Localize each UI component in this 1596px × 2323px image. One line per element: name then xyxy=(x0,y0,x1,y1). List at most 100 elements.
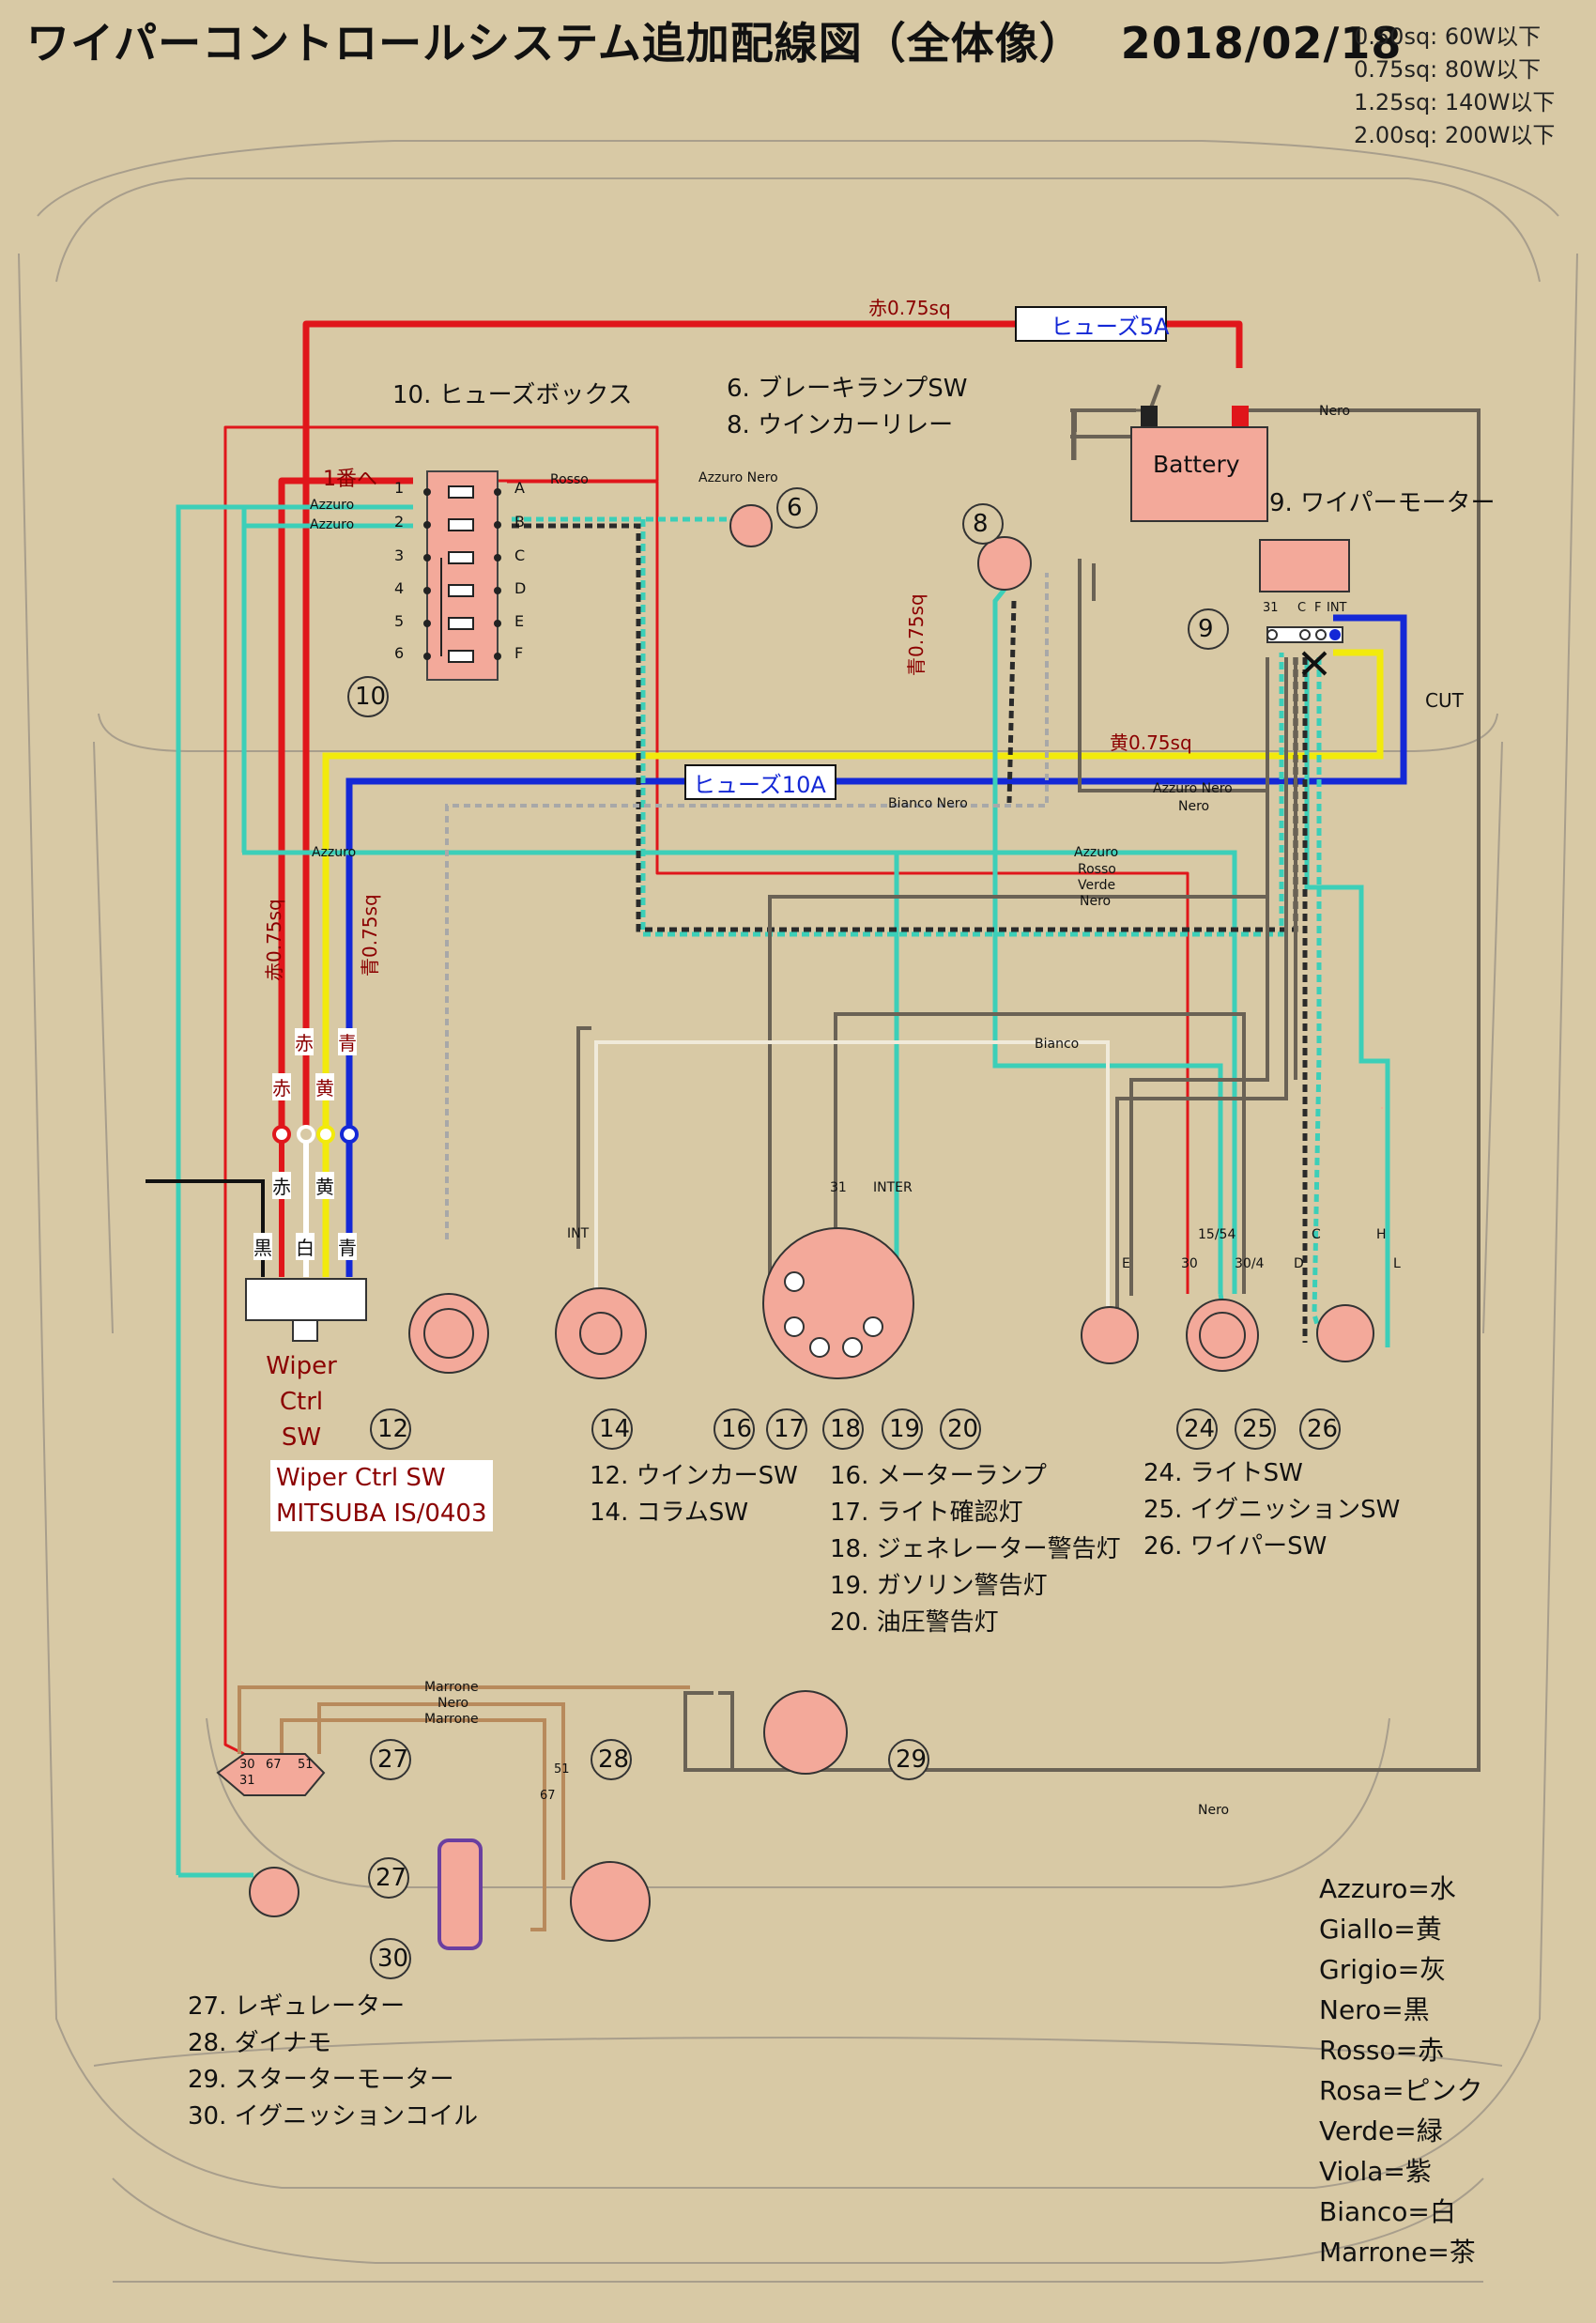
terminal-label: 31 xyxy=(239,1774,255,1788)
wiper-ctrl-part-no: MITSUBA IS/0403 xyxy=(276,1500,487,1528)
marrone-wires xyxy=(238,1685,690,1931)
component-number: 16 xyxy=(721,1415,753,1443)
fusebox-col: C xyxy=(514,546,526,564)
battery-minus-wire xyxy=(1073,408,1150,460)
page-title: ワイパーコントロールシステム追加配線図（全体像）2018/02/18 xyxy=(26,9,1402,71)
component-list-item: 30. イグニッションコイル xyxy=(188,2102,479,2131)
terminal-label: C xyxy=(1297,601,1307,615)
legend-item: Viola=紫 xyxy=(1319,2156,1432,2187)
component-list-item: 20. 油圧警告灯 xyxy=(830,1608,999,1637)
legend-item: Nero=黒 xyxy=(1319,1994,1430,2025)
wire-spec-table: 0.50sq: 60W以下 0.75sq: 80W以下 1.25sq: 140W… xyxy=(1354,21,1555,152)
terminal-label: 31 xyxy=(1263,601,1279,615)
ignition-sw xyxy=(1186,1299,1259,1372)
brake-winker-label: 6. ブレーキランプSW 8. ウインカーリレー xyxy=(727,371,968,444)
red-wires xyxy=(223,320,1243,1756)
component-list-c: 24. ライトSW 25. イグニッションSW 26. ワイパーSW xyxy=(1143,1455,1400,1565)
terminal-label: 30/4 xyxy=(1235,1256,1265,1271)
wire-spec-row: 1.25sq: 140W以下 xyxy=(1354,89,1556,115)
component-list-d: 27. レギュレーター 28. ダイナモ 29. スターターモーター 30. イ… xyxy=(188,1989,478,2135)
wire-label-nero: Nero xyxy=(1178,799,1210,814)
component-number: 6 xyxy=(787,494,803,522)
fuse-10a-label: ヒューズ10A xyxy=(693,772,826,798)
component-list-item: 27. レギュレーター xyxy=(188,1992,406,2021)
component-number: 29 xyxy=(896,1746,928,1774)
aqua-wires xyxy=(176,504,1390,1878)
dynamo xyxy=(570,1861,651,1942)
fusebox-row: 1 xyxy=(394,479,405,497)
fuse-10a-box xyxy=(684,764,836,800)
terminal-label: H xyxy=(1376,1227,1387,1242)
legend-item: Grigio=灰 xyxy=(1319,1954,1447,1985)
component-list-item: 12. ウインカーSW xyxy=(590,1462,798,1490)
meter-lamps xyxy=(784,1271,883,1358)
component-list-item: 17. ライト確認灯 xyxy=(830,1499,1023,1527)
battery-label: Battery xyxy=(1153,451,1240,478)
component-list-item: 19. ガソリン警告灯 xyxy=(830,1572,1048,1600)
terminal-label: 51 xyxy=(554,1762,570,1777)
legend-item: Bianco=白 xyxy=(1319,2196,1456,2227)
component-number: 24 xyxy=(1184,1415,1216,1443)
terminal-label: 31 xyxy=(830,1180,847,1195)
component-number: 20 xyxy=(947,1415,979,1443)
fusebox-row: 2 xyxy=(394,513,405,531)
wiper-ctrl-wire-tag: 赤 xyxy=(272,1073,291,1100)
fusebox-col: B xyxy=(514,513,525,531)
wire-label-rosso: Rosso xyxy=(550,472,589,487)
component-list-a: 12. ウインカーSW 14. コラムSW xyxy=(590,1458,798,1531)
wire-spec-row: 2.00sq: 200W以下 xyxy=(1354,122,1556,148)
wiper-ctrl-wire-tag: 赤 xyxy=(272,1172,291,1199)
component-number: 14 xyxy=(599,1415,631,1443)
wire-label-azzuro: Azzuro xyxy=(1074,845,1119,860)
grey-dashed-wires xyxy=(445,573,1049,1239)
component-list-b: 16. メーターランプ 17. ライト確認灯 18. ジェネレーター警告灯 19… xyxy=(830,1458,1121,1641)
wiper-ctrl-sw-label: Wiper Ctrl SW xyxy=(266,1352,337,1452)
legend-item: Rosa=ピンク xyxy=(1319,2075,1483,2106)
yellow-wire-label: 黄0.75sq xyxy=(1110,731,1192,754)
fusebox-col: F xyxy=(514,644,524,662)
fusebox-row: 4 xyxy=(394,579,405,597)
color-legend: Azzuro=水 Giallo=黄 Grigio=灰 Nero=黒 Rosso=… xyxy=(1319,1869,1483,2272)
wire-label-azzuro-nero: Azzuro Nero xyxy=(1153,781,1233,796)
component-number: 17 xyxy=(774,1415,806,1443)
red-wire-vertical-label: 赤0.75sq xyxy=(263,899,285,981)
blue-wire-label: 青0.75sq xyxy=(905,593,928,676)
wire-label-azzuro: Azzuro xyxy=(310,517,355,532)
wire-label-azzuro: Azzuro xyxy=(310,498,355,513)
fuse-5a-label: ヒューズ5A xyxy=(1051,314,1170,340)
component-number: 18 xyxy=(830,1415,862,1443)
component-number: 28 xyxy=(598,1746,630,1774)
wiper-ctrl-wire-tag: 青 xyxy=(338,1233,357,1260)
blue-wire-vertical-label: 青0.75sq xyxy=(359,894,381,977)
title-text: ワイパーコントロールシステム追加配線図（全体像） xyxy=(26,18,1083,69)
wire-label-bianco-nero: Bianco Nero xyxy=(888,796,968,811)
fusebox-row: 5 xyxy=(394,612,405,630)
fuse-5a-box xyxy=(1015,306,1167,342)
component-number: 9 xyxy=(1198,615,1214,643)
wire-label-marrone: Marrone xyxy=(424,1680,479,1695)
terminal-label: L xyxy=(1393,1256,1401,1271)
terminal-label: 67 xyxy=(266,1758,282,1772)
component-list-item: 14. コラムSW xyxy=(590,1499,749,1527)
legend-item: Marrone=茶 xyxy=(1319,2237,1476,2268)
fuse-box xyxy=(423,470,501,681)
legend-item: Giallo=黄 xyxy=(1319,1914,1442,1945)
component-list-item: 16. メーターランプ xyxy=(830,1462,1047,1490)
legend-item: Verde=緑 xyxy=(1319,2115,1443,2146)
component-number: 19 xyxy=(889,1415,921,1443)
starter-motor xyxy=(763,1690,848,1775)
yellow-wires xyxy=(322,649,1384,1277)
brake-lamp-sw xyxy=(729,504,773,547)
terminal-label: D xyxy=(1294,1256,1304,1271)
terminal-label: 67 xyxy=(540,1789,556,1803)
wiper-motor-label: 9. ワイパーモーター xyxy=(1269,489,1496,517)
fusebox-row: 6 xyxy=(394,644,405,662)
ignition-coil xyxy=(249,1867,299,1917)
bianco-wires xyxy=(594,1040,1110,1315)
wire-label-bianco: Bianco xyxy=(1035,1037,1080,1052)
winker-relay xyxy=(977,536,1032,591)
component-number: 25 xyxy=(1242,1415,1274,1443)
wire-label-rosso: Rosso xyxy=(1078,862,1116,877)
wire-label-nero: Nero xyxy=(1319,404,1351,419)
wire-spec-row: 0.50sq: 60W以下 xyxy=(1354,23,1542,50)
